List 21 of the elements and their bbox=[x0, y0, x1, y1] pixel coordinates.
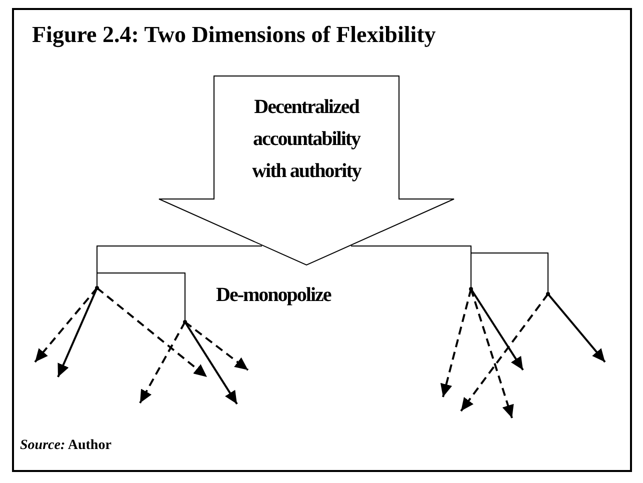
arrow bbox=[470, 288, 514, 418]
source-note: Source: Author bbox=[20, 438, 112, 454]
arrow bbox=[184, 321, 249, 371]
connector-line bbox=[96, 272, 186, 320]
arrow bbox=[96, 287, 208, 378]
arrow bbox=[440, 288, 472, 398]
junction-dot bbox=[546, 292, 550, 296]
connector-line bbox=[470, 252, 548, 292]
junction-dot bbox=[469, 287, 473, 291]
arrow bbox=[57, 288, 98, 378]
junction-dot bbox=[183, 320, 187, 324]
arrow bbox=[34, 287, 98, 363]
arrow bbox=[139, 322, 186, 404]
arrow-text: Decentralized accountability with authority bbox=[251, 95, 362, 184]
arrow bbox=[547, 293, 606, 363]
arrow bbox=[184, 321, 238, 405]
dimension-label: De-monopolize bbox=[216, 284, 331, 307]
arrow bbox=[460, 293, 549, 412]
arrow bbox=[470, 288, 524, 371]
junction-dot bbox=[95, 286, 99, 290]
figure-title: Figure 2.4: Two Dimensions of Flexibility bbox=[32, 22, 436, 48]
